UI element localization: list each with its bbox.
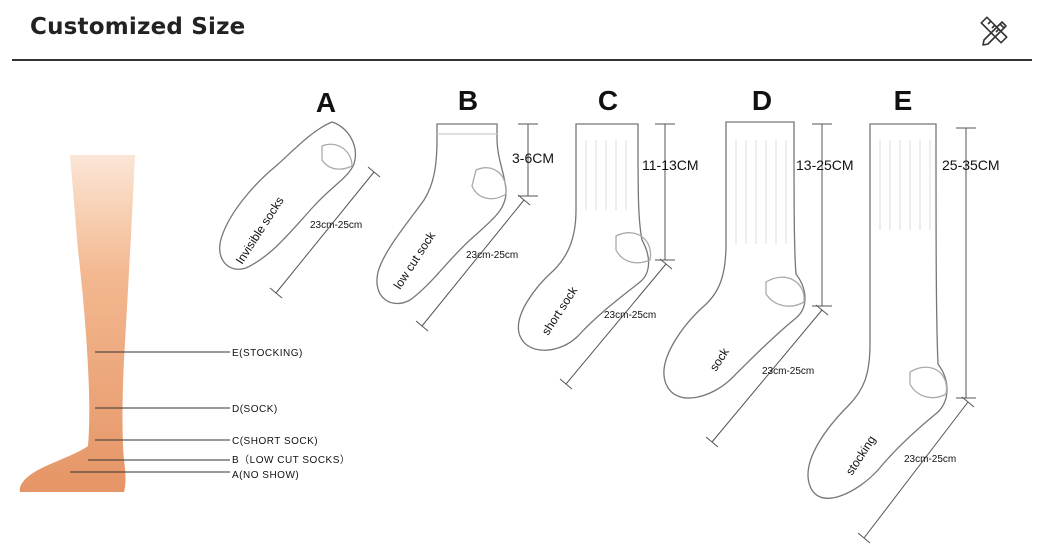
sock-letter-a: A (316, 87, 336, 118)
sock-d-height: 13-25CM (796, 157, 854, 173)
sock-letter-d: D (752, 85, 772, 116)
sock-e (807, 123, 948, 499)
sock-b-height: 3-6CM (512, 150, 554, 166)
sock-letter-b: B (458, 85, 478, 116)
sock-c-foot: 23cm-25cm (604, 310, 656, 321)
page-title: Customized Size (30, 14, 246, 40)
sock-c-foot-dimension (559, 258, 673, 390)
leg-label-e: E(STOCKING) (232, 348, 303, 359)
sock-letter-e: E (894, 85, 913, 116)
sock-d-foot-dimension (705, 304, 829, 448)
sock-c-height-dimension (655, 123, 675, 261)
sock-b-foot: 23cm-25cm (466, 250, 518, 261)
sock-e-foot-dimension (857, 396, 975, 544)
sock-d-height-dimension (812, 123, 832, 307)
leg-label-a: A(NO SHOW) (232, 470, 299, 481)
leg-label-d: D(SOCK) (232, 404, 278, 415)
sock-d-foot: 23cm-25cm (762, 366, 814, 377)
sock-a-foot: 23cm-25cm (310, 220, 362, 231)
sock-e-height-dimension (956, 127, 976, 399)
sock-d (663, 121, 806, 399)
sock-e-foot: 23cm-25cm (904, 454, 956, 465)
leg-illustration (19, 155, 135, 492)
leg-label-c: C(SHORT SOCK) (232, 436, 318, 447)
sock-b-foot-dimension (415, 194, 531, 332)
sock-a (219, 121, 357, 270)
sock-c-height: 11-13CM (642, 157, 699, 173)
header-divider (12, 59, 1032, 61)
sock-letter-c: C (598, 85, 618, 116)
sock-e-height: 25-35CM (942, 157, 1000, 173)
sock-a-foot-dimension (269, 166, 381, 299)
header: Customized Size (0, 0, 1060, 61)
leg-label-b: B（LOW CUT SOCKS） (232, 454, 350, 466)
sock-b-height-dimension (518, 123, 538, 197)
sock-c (517, 123, 652, 351)
sock-b (376, 123, 507, 305)
pencil-ruler-icon[interactable] (972, 8, 1016, 52)
sock-size-diagram: E(STOCKING) D(SOCK) C(SHORT SOCK) B（LOW … (19, 85, 1000, 544)
